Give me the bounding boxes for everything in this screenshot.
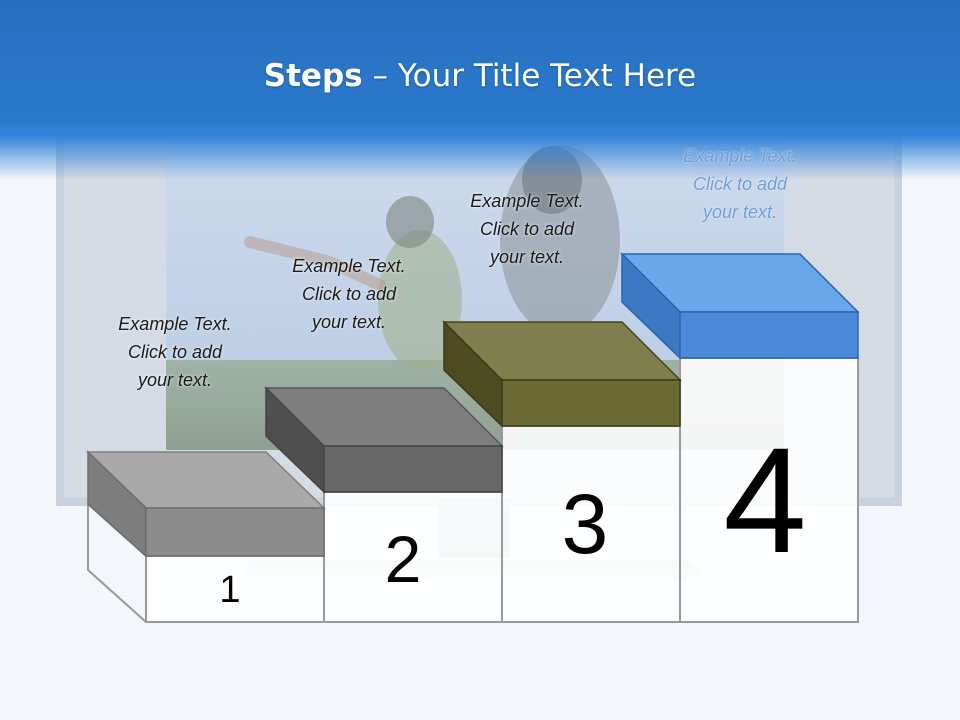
step-1-caption-line-2: Click to add [127,342,223,362]
step-4-caption[interactable]: Example Text. Click to add your text. [640,142,840,226]
step-1-caption-line-3: your text. [137,370,213,390]
step-block-2 [264,386,504,494]
step-2-caption-line-1: Example Text. [292,256,406,276]
page-title: Steps – Your Title Text Here [0,52,960,100]
step-3-caption-line-3: your text. [489,247,565,267]
step-4-caption-line-1: Example Text. [683,146,797,166]
step-2-caption-line-3: your text. [311,312,387,332]
staircase-outline [87,357,859,623]
photo-figure-child [378,230,462,370]
step-2-caption[interactable]: Example Text. Click to add your text. [249,252,449,336]
step-1-number: 1 [219,569,241,611]
title-bold: Steps [263,58,363,94]
step-4-caption-line-2: Click to add [692,174,788,194]
step-4-number: 4 [723,416,807,584]
step-3-caption-line-2: Click to add [479,219,575,239]
step-block-4 [620,252,860,360]
step-3-caption[interactable]: Example Text. Click to add your text. [427,187,627,271]
step-2-caption-line-2: Click to add [301,284,397,304]
step-3-caption-line-1: Example Text. [470,191,584,211]
step-1-caption[interactable]: Example Text. Click to add your text. [75,310,275,394]
step-1-caption-line-1: Example Text. [118,314,232,334]
title-rest: – Your Title Text Here [362,58,697,94]
step-block-1 [86,450,326,558]
step-block-3 [442,320,682,428]
step-2-number: 2 [384,522,422,596]
step-4-caption-line-3: your text. [702,202,778,222]
step-3-number: 3 [561,477,609,571]
